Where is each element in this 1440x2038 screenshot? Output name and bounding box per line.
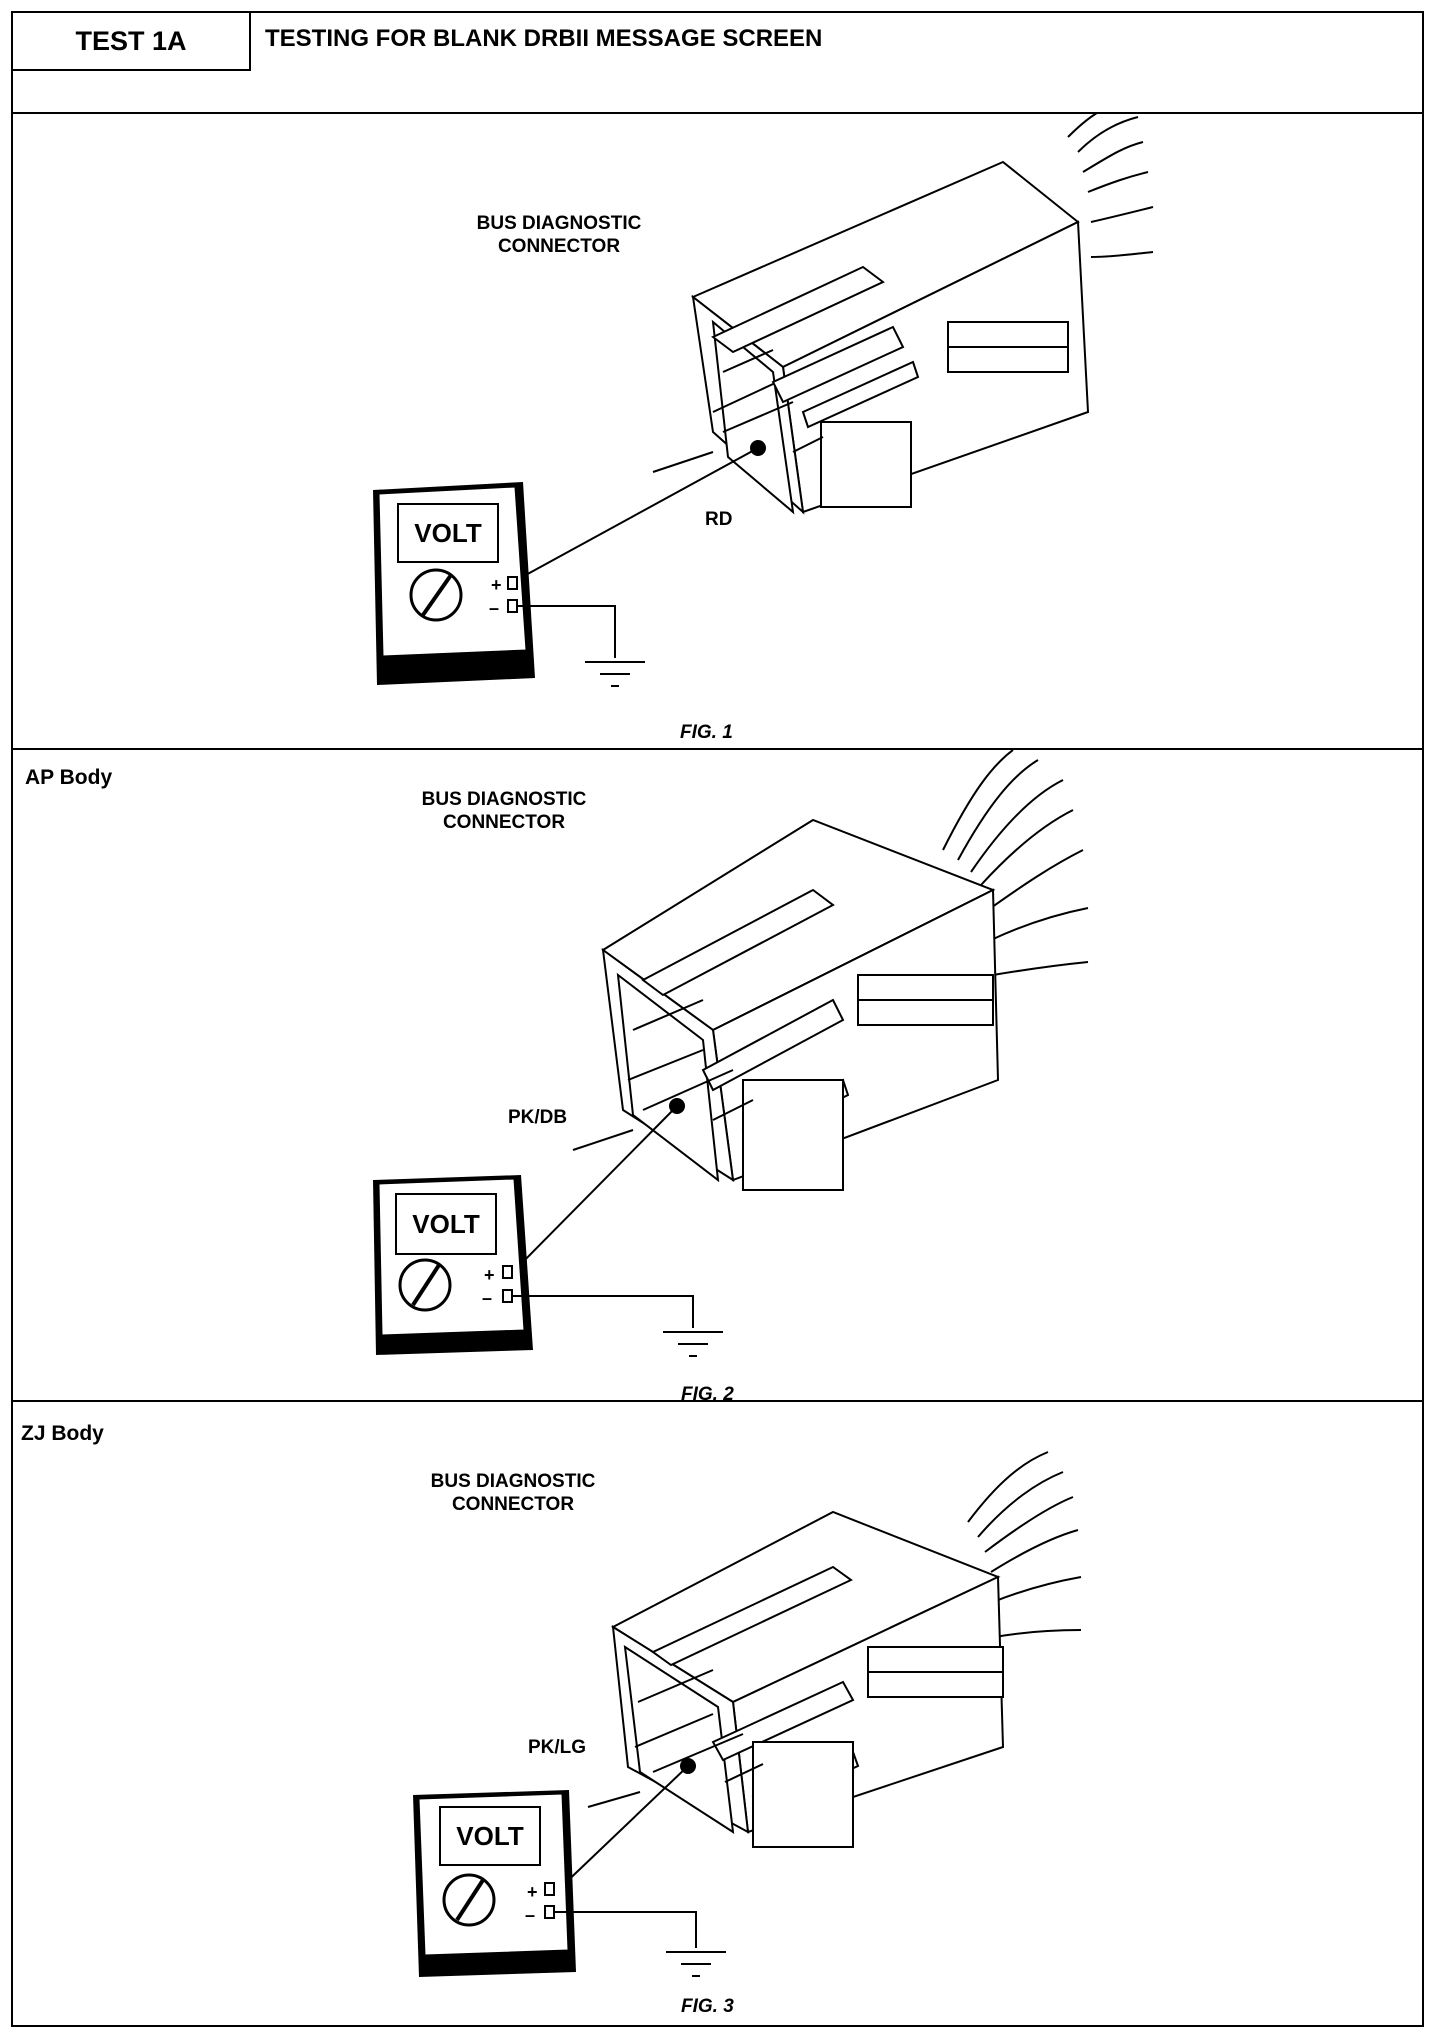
svg-text:–: – <box>525 1905 535 1925</box>
ground-symbol <box>666 1951 726 1977</box>
ground-lead <box>517 605 616 658</box>
figure-3-drawing: VOLT + – <box>413 1451 1082 1977</box>
svg-text:+: + <box>484 1265 495 1285</box>
body-label: AP Body <box>25 766 113 789</box>
meter-display <box>397 503 499 563</box>
connector-drawing <box>652 112 1154 515</box>
connector-label: BUS DIAGNOSTIC CONNECTOR <box>430 1471 596 1515</box>
figure-panel-3: VOLT + – ZJ Body BUS DIAGNOSTIC CONNECTO… <box>13 1402 1422 2027</box>
meter-display <box>395 1193 497 1255</box>
figure-2-drawing: VOLT + – <box>373 750 1089 1357</box>
connector-label: BUS DIAGNOSTIC CONNECTOR <box>476 213 642 257</box>
body-label: ZJ Body <box>21 1422 104 1445</box>
test-title: TESTING FOR BLANK DRBII MESSAGE SCREEN <box>265 25 823 52</box>
figure-panel-1: VOLT + – BUS DIAGNOSTIC CONNECTOR RD FIG… <box>13 112 1422 750</box>
voltmeter: VOLT + – <box>413 1790 576 1977</box>
connector-drawing <box>572 750 1089 1191</box>
wire-color-label: RD <box>705 509 733 530</box>
figure-caption: FIG. 1 <box>680 722 733 743</box>
svg-text:+: + <box>491 575 502 595</box>
document-page: TEST 1A TESTING FOR BLANK DRBII MESSAGE … <box>11 11 1424 2027</box>
voltmeter: VOLT + – <box>373 482 535 685</box>
voltmeter: VOLT + – <box>373 1175 533 1355</box>
ground-symbol <box>585 661 645 687</box>
header: TEST 1A TESTING FOR BLANK DRBII MESSAGE … <box>13 13 1422 114</box>
ground-lead <box>554 1911 697 1948</box>
svg-text:–: – <box>489 598 499 618</box>
svg-text:–: – <box>482 1288 492 1308</box>
figure-panel-2: VOLT + – AP Body BUS DIAGNOSTIC CONNECTO… <box>13 750 1422 1405</box>
svg-text:+: + <box>527 1882 538 1902</box>
wire-color-label: PK/DB <box>508 1107 568 1128</box>
meter-display-text: VOLT <box>412 1209 480 1239</box>
meter-display-text: VOLT <box>456 1821 524 1851</box>
ground-symbol <box>663 1331 723 1357</box>
test-lead-positive <box>557 1765 689 1891</box>
figure-1-drawing: VOLT + – <box>373 112 1154 687</box>
wire-color-label: PK/LG <box>528 1737 587 1758</box>
test-lead-positive <box>512 1105 678 1273</box>
connector-drawing <box>587 1451 1082 1848</box>
connector-label: BUS DIAGNOSTIC CONNECTOR <box>421 789 587 833</box>
figure-caption: FIG. 3 <box>681 1996 734 2017</box>
figure-caption: FIG. 2 <box>681 1384 734 1405</box>
meter-display <box>439 1806 541 1866</box>
test-id: TEST 1A <box>13 13 251 71</box>
meter-display-text: VOLT <box>414 518 482 548</box>
ground-lead <box>512 1295 694 1328</box>
test-lead-positive <box>512 447 759 583</box>
